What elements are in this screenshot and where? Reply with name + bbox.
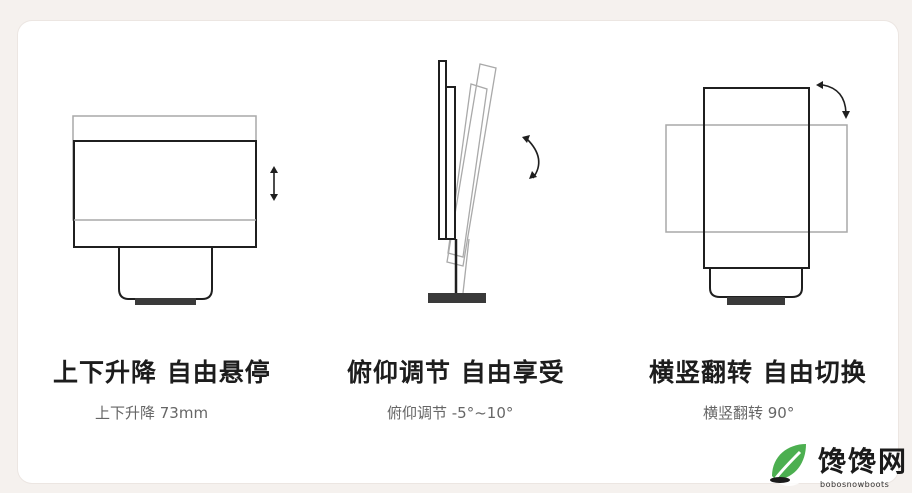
monitor-frame (73, 140, 257, 248)
ghost-panel-back (446, 63, 497, 267)
feature-rotate: 横竖翻转 自由切换 横竖翻转 90° (604, 21, 897, 483)
stand-neck (709, 268, 803, 298)
feature-height-adjust: 上下升降 自由悬停 上下升降 73mm (18, 21, 311, 483)
stand-base (727, 297, 785, 305)
stand-base (135, 298, 196, 305)
watermark-logo: 馋馋网 bobosnowboots (762, 436, 912, 493)
watermark-domain: bobosnowboots (820, 480, 890, 489)
feature-subtitle: 上下升降 73mm (95, 404, 209, 422)
feature-subtitle: 俯仰调节 -5°~10° (387, 404, 514, 422)
monitor-portrait (703, 87, 810, 269)
stand-neck (118, 247, 213, 300)
feature-tilt-adjust: 俯仰调节 自由享受 俯仰调节 -5°~10° (311, 21, 604, 483)
feature-title: 横竖翻转 自由切换 (649, 358, 867, 387)
rotate-arrow-icon (822, 84, 847, 114)
feature-title: 俯仰调节 自由享受 (347, 358, 565, 387)
feature-card: 上下升降 自由悬停 上下升降 73mm 俯仰调节 自由享受 俯仰调节 -5°~1… (18, 21, 898, 483)
leaf-logo-icon (768, 440, 810, 486)
ghost-pole (462, 238, 470, 294)
watermark-name: 馋馋网 (818, 445, 909, 478)
feature-subtitle: 横竖翻转 90° (703, 404, 795, 422)
ghost-landscape-frame (665, 124, 848, 233)
rotate-diagram (665, 81, 850, 305)
monitor-back (445, 86, 456, 240)
tilt-adjust-diagram (428, 60, 540, 303)
feature-title: 上下升降 自由悬停 (53, 358, 271, 387)
monitor-side (438, 60, 447, 240)
height-adjust-diagram (72, 115, 278, 305)
stand-base (428, 293, 486, 303)
